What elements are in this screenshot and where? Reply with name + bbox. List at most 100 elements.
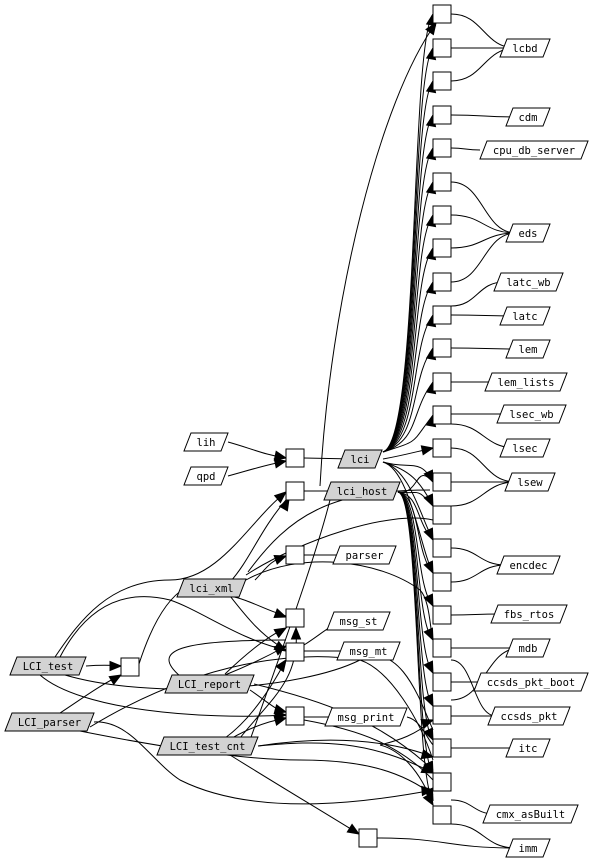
node-encdec-2 <box>432 538 452 558</box>
package-label: mdb <box>519 643 538 655</box>
package-shape <box>505 838 551 858</box>
package-label: latc_wb <box>506 277 550 289</box>
node-msg-st <box>285 608 305 628</box>
package-ccsds-pkt: ccsds_pkt <box>487 706 571 726</box>
package-msg-mt: msg_mt <box>336 641 401 661</box>
lci-dependency <box>382 347 434 453</box>
package-shape <box>496 555 561 575</box>
package-label: lsec_wb <box>509 409 553 421</box>
package-label: lci <box>351 454 370 466</box>
package-label: lsew <box>517 477 543 489</box>
arrowhead <box>423 593 434 608</box>
node-encdec-3 <box>432 572 452 592</box>
node-encdec-1 <box>432 505 452 525</box>
edge <box>303 719 434 781</box>
lci-parser-dependency <box>79 730 434 796</box>
lci-dependency <box>382 214 434 453</box>
lci-dependency <box>382 314 434 453</box>
lci-host-dependency <box>397 491 434 707</box>
package-lci-host: lci_host <box>323 481 401 501</box>
node-lsew-1 <box>432 438 452 458</box>
package-lem: lem <box>505 339 551 359</box>
package-label: ccsds_pkt <box>501 711 558 723</box>
lci-dependency <box>382 281 434 453</box>
lci-test-cnt-dependency <box>257 739 434 758</box>
package-shape <box>493 272 564 292</box>
package-latc-wb: latc_wb <box>493 272 564 292</box>
arrowhead <box>423 560 434 575</box>
package-label: msg_mt <box>350 646 388 658</box>
node-fbs-rtos <box>432 605 452 625</box>
package-shape <box>505 738 551 758</box>
package-label: encdec <box>510 560 548 572</box>
package-label: lcbd <box>512 43 537 55</box>
arrowhead <box>273 458 288 469</box>
arrowhead <box>420 719 435 729</box>
arrowhead <box>290 626 302 640</box>
lci-test-cnt-dependency <box>249 499 331 741</box>
package-label: lem_lists <box>498 377 555 389</box>
package-shape <box>183 432 229 452</box>
package-lci-parser: LCI_parser <box>4 712 95 732</box>
node-cmx-2 <box>432 805 452 825</box>
package-shape <box>156 736 259 756</box>
package-eds: eds <box>505 223 551 243</box>
node-lsew-2 <box>432 472 452 492</box>
package-lsec: lsec <box>499 438 551 458</box>
node-ccsds-pkt <box>432 705 452 725</box>
node-ccsds-pkt-boot <box>432 672 452 692</box>
arrowhead <box>420 748 435 760</box>
arrowhead <box>423 627 434 642</box>
lci-dependency <box>382 247 434 453</box>
package-labels: lcbdcdmcpu_db_serveredslatc_wblatclemlem… <box>4 38 589 858</box>
package-link <box>450 147 481 151</box>
lci-xml-dependency <box>245 561 434 641</box>
package-lem-lists: lem_lists <box>484 372 568 392</box>
package-link <box>376 837 517 849</box>
package-shape <box>473 672 589 692</box>
package-shape <box>505 223 551 243</box>
package-shape <box>4 712 95 732</box>
package-shape <box>496 404 567 424</box>
lci-parser-dependency <box>93 721 434 805</box>
arrowhead <box>420 763 435 774</box>
package-label: cdm <box>519 112 538 124</box>
arrowhead <box>420 445 435 456</box>
node-lcbd-1 <box>432 4 452 24</box>
arrowhead <box>421 785 435 797</box>
package-shape <box>336 641 401 661</box>
package-mdb: mdb <box>505 638 551 658</box>
package-label: lsec <box>512 443 537 455</box>
package-label: lci_host <box>337 486 388 498</box>
lci-test-cnt-dependency <box>257 742 434 774</box>
package-label: eds <box>519 228 538 240</box>
package-cdm: cdm <box>505 107 551 127</box>
node-eds-3 <box>432 238 452 258</box>
package-shape <box>499 306 551 326</box>
package-label: ccsds_pkt_boot <box>487 677 576 689</box>
lci-dependency <box>382 181 434 453</box>
node-lem <box>432 338 452 358</box>
package-link <box>450 481 517 507</box>
package-shape <box>505 638 551 658</box>
node-itc <box>432 738 452 758</box>
package-itc: itc <box>505 738 551 758</box>
package-shape <box>323 481 401 501</box>
package-cmx-asbuilt: cmx_asBuilt <box>482 804 579 824</box>
package-label: parser <box>346 550 384 562</box>
arrowhead <box>273 645 288 656</box>
lci-dependency <box>382 114 434 453</box>
package-parser: parser <box>332 545 397 565</box>
package-label: LCI_report <box>178 679 241 691</box>
package-shape <box>505 339 551 359</box>
arrowhead <box>273 703 288 715</box>
lci-dependency <box>382 414 434 453</box>
node-lcbd-3 <box>432 71 452 91</box>
node-lci-host <box>285 481 305 501</box>
node-mdb <box>432 638 452 658</box>
arrowhead <box>422 792 434 807</box>
lci-dependency <box>382 147 434 453</box>
arrowhead <box>273 608 288 618</box>
package-lci: lci <box>337 449 383 469</box>
package-link <box>450 547 507 566</box>
